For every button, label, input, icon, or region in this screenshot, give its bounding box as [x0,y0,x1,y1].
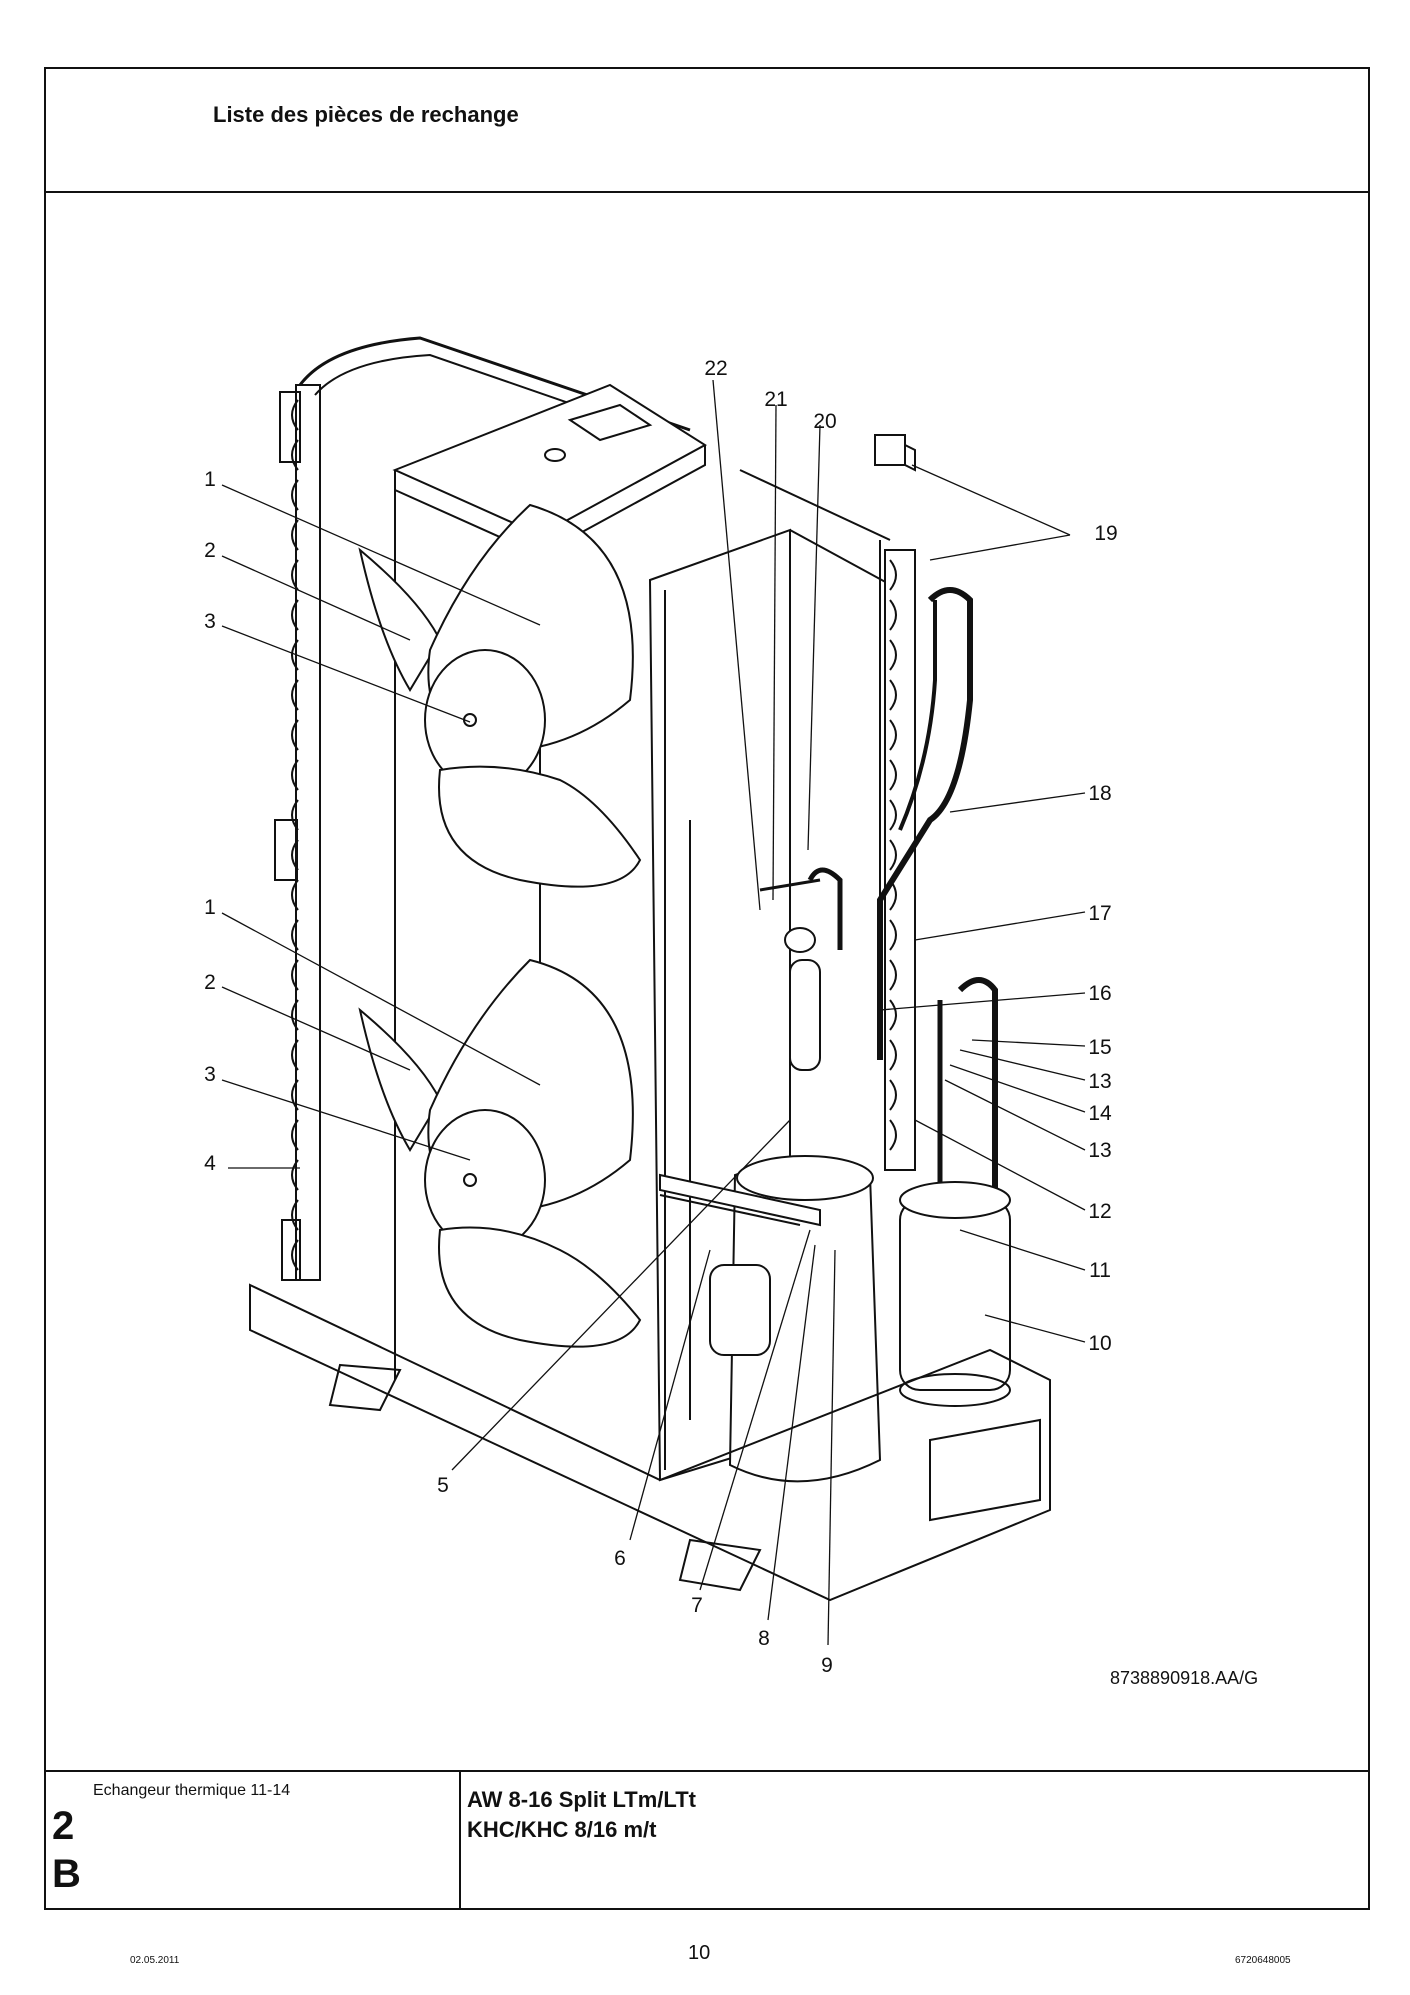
upper-fan [358,503,642,888]
accumulator [899,1199,1011,1391]
callout-8: 8 [758,1627,770,1650]
callout-22: 22 [704,357,727,380]
callout-21: 21 [764,388,787,411]
bracket [874,434,906,466]
callout-7: 7 [691,1594,703,1617]
callout-18: 18 [1088,782,1111,805]
pipe-loop [877,587,973,1060]
base-frame [249,1283,1051,1602]
callout-4: 4 [204,1152,216,1175]
model-line-1: AW 8-16 Split LTm/LTt [467,1787,696,1812]
header-divider [44,191,1370,193]
doc-number: 6720648005 [1235,1955,1291,1966]
callout-2a: 2 [204,539,216,562]
terminal-cover [709,1264,771,1356]
footer-divider [44,1770,1370,1772]
callout-19: 19 [1094,522,1117,545]
callout-13a: 13 [1088,1139,1111,1162]
page-title: Liste des pièces de rechange [213,102,519,127]
callout-3b: 3 [204,1063,216,1086]
callout-6: 6 [614,1547,626,1570]
callout-17: 17 [1088,902,1111,925]
page-number: 10 [688,1942,711,1964]
page-date: 02.05.2011 [130,1955,180,1966]
section-name: Echangeur thermique 11-14 [93,1782,291,1799]
callout-3a: 3 [204,610,216,633]
model-line-2: KHC/KHC 8/16 m/t [467,1817,657,1842]
lower-fan [358,958,642,1348]
coil-loops [291,399,299,1271]
section-letter: B [52,1852,81,1896]
right-coil [884,549,916,1171]
callout-1a: 1 [204,468,216,491]
callout-5: 5 [437,1474,449,1497]
callout-13b: 13 [1088,1070,1111,1093]
callout-14: 14 [1088,1102,1112,1125]
footer-column-divider [459,1770,461,1910]
callout-2b: 2 [204,971,216,994]
callout-20: 20 [813,410,836,433]
callout-9: 9 [821,1654,833,1677]
callout-15: 15 [1088,1036,1111,1059]
page-frame [44,67,1370,1910]
figure-code: 8738890918.AA/G [1110,1668,1259,1688]
callout-11: 11 [1089,1259,1111,1282]
callout-10: 10 [1088,1332,1111,1355]
receiver [789,959,821,1071]
section-number: 2 [52,1804,75,1848]
callout-16: 16 [1088,982,1111,1005]
callout-1b: 1 [204,896,216,919]
callout-12: 12 [1088,1200,1111,1223]
